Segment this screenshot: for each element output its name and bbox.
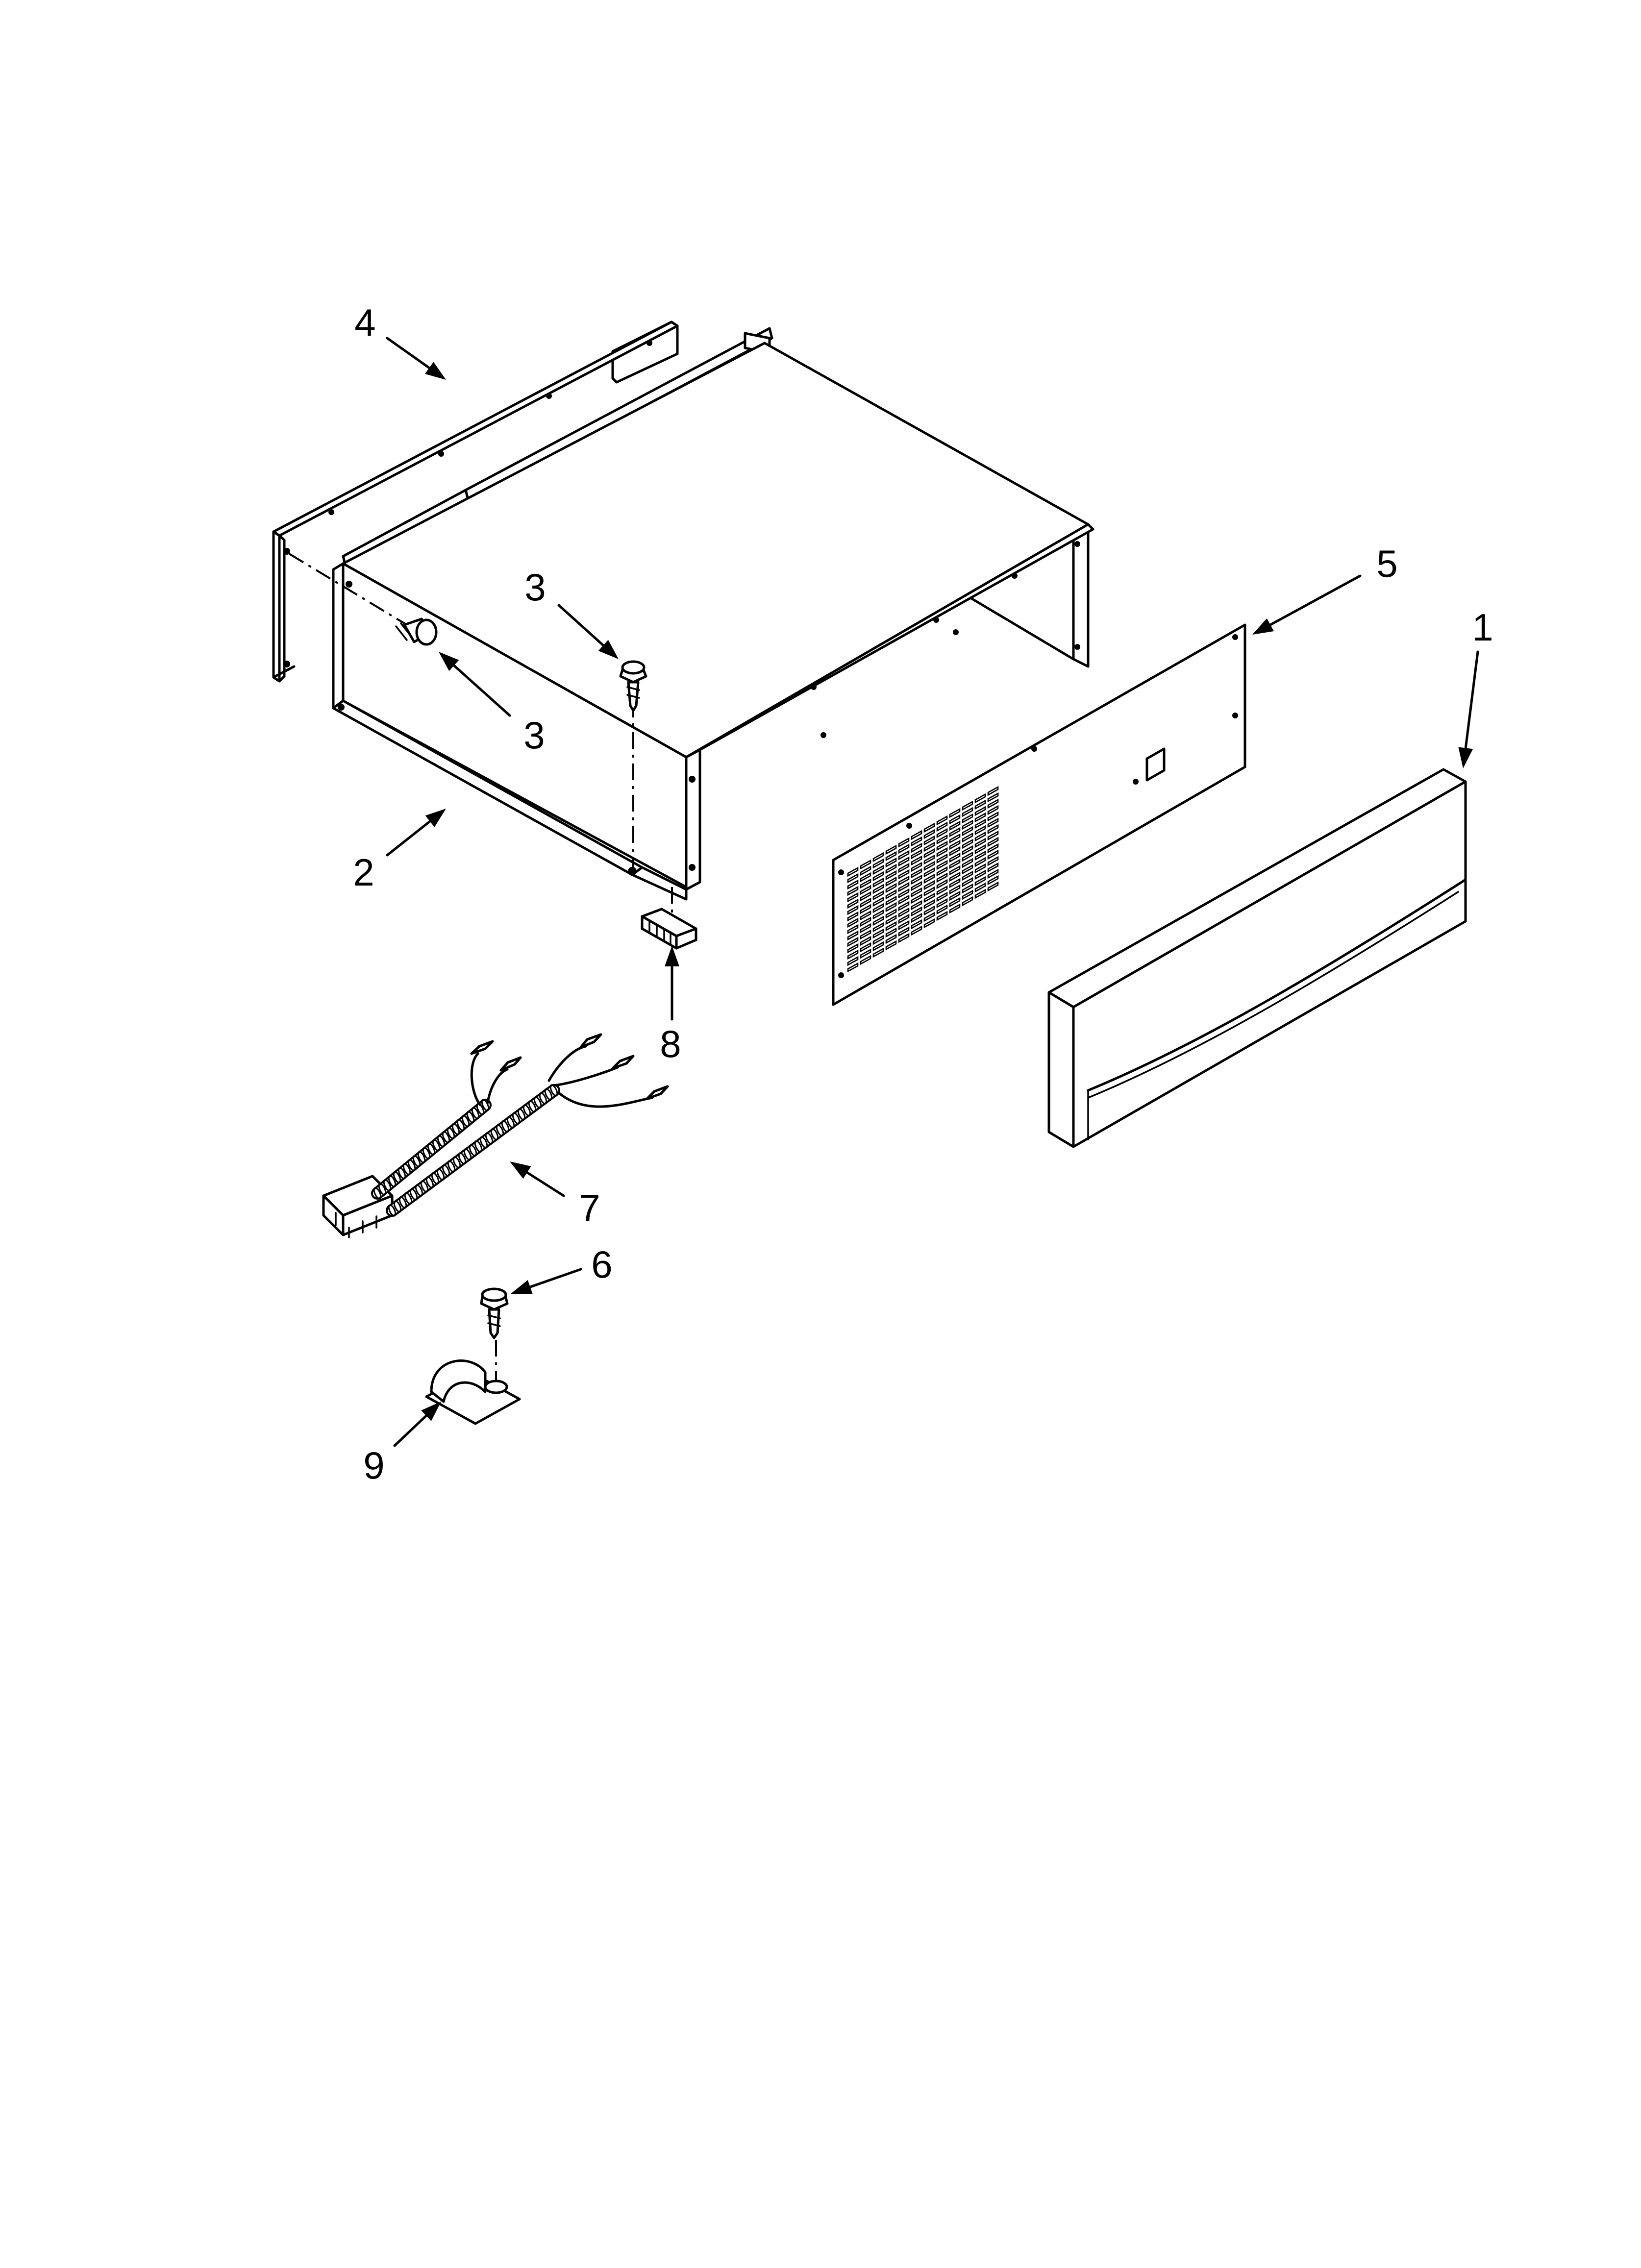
leader-2 (386, 809, 446, 857)
cable-clamp (425, 1359, 521, 1425)
harness-conduit (371, 1084, 560, 1217)
callout-3-left: 3 (523, 714, 545, 757)
kick-plate-louvers (847, 786, 999, 973)
callout-leaders (386, 337, 1479, 1447)
leader-3-top (557, 604, 619, 659)
screw-bottom (480, 1287, 509, 1339)
terminal-block (641, 908, 697, 950)
front-grille-cover-panel (1047, 768, 1467, 1148)
callout-7: 7 (579, 1186, 600, 1230)
callout-5: 5 (1376, 542, 1398, 585)
callout-8: 8 (660, 1022, 681, 1065)
callout-2: 2 (353, 851, 374, 894)
screw-left (395, 617, 438, 646)
callout-6: 6 (591, 1243, 613, 1286)
leader-3-left (439, 652, 511, 717)
leader-5 (1252, 574, 1362, 635)
leader-7 (510, 1161, 565, 1197)
leader-1 (1458, 650, 1479, 768)
callout-9: 9 (363, 1444, 385, 1487)
callout-1: 1 (1472, 606, 1493, 649)
mounting-bracket-rail (272, 320, 679, 683)
callout-4: 4 (354, 301, 376, 344)
leader-6 (511, 1268, 582, 1294)
callout-3-top: 3 (524, 566, 546, 609)
leader-4 (386, 337, 446, 380)
harness-terminals (470, 1033, 669, 1100)
wire-harness (322, 1033, 669, 1238)
base-cabinet-box (332, 327, 1094, 901)
screw-top (619, 660, 647, 712)
louvered-kick-plate (832, 623, 1246, 1006)
leader-8 (665, 946, 679, 1021)
leader-9 (393, 1402, 441, 1447)
